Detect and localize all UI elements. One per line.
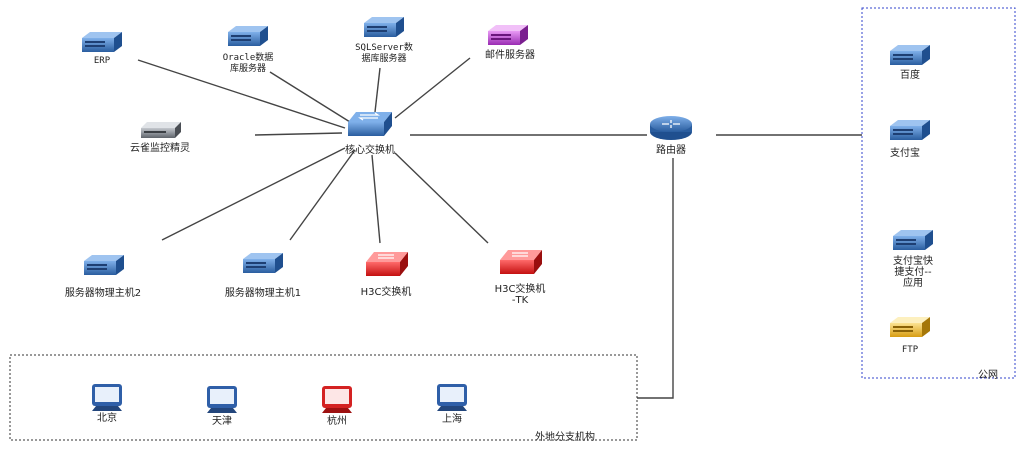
tianjin-label: 天津: [212, 416, 232, 427]
link-core-host2: [161, 147, 346, 241]
link-core-h3c: [371, 154, 381, 244]
monitor-label: 云雀监控精灵: [130, 143, 190, 154]
link-core-h3ctk: [394, 152, 489, 244]
appliance-icon: [141, 122, 181, 138]
router-icon: [650, 116, 692, 140]
link-oracle-core: [269, 71, 351, 123]
connections: [137, 57, 862, 399]
h3c-switch-tk-label: H3C交换机 -TK: [494, 284, 546, 306]
public-network-box: [861, 7, 1016, 379]
server-icon: [243, 253, 283, 273]
link-mail-core: [394, 57, 471, 119]
server-icon: [890, 45, 930, 65]
erp-label: ERP: [93, 56, 111, 66]
public-network-title: 公网: [978, 370, 998, 381]
alipay-quick-label: 支付宝快 捷支付-- 应用: [893, 256, 933, 289]
monitor-icon: [322, 386, 352, 413]
shanghai-label: 上海: [442, 414, 462, 425]
branches-box: [9, 354, 638, 441]
link-monitor-core: [254, 132, 343, 136]
server-icon: [228, 26, 268, 46]
host2-label: 服务器物理主机2: [64, 288, 142, 299]
monitor-icon: [207, 386, 237, 413]
monitor-icon: [437, 384, 467, 411]
switch-icon: [500, 250, 542, 274]
ftp-label: FTP: [901, 345, 919, 355]
server-icon: [890, 317, 930, 337]
server-icon: [890, 120, 930, 140]
link-router-branches: [637, 158, 674, 399]
host1-label: 服务器物理主机1: [224, 288, 302, 299]
link-sqlserver-core: [374, 67, 381, 113]
beijing-label: 北京: [97, 413, 117, 424]
alipay-label: 支付宝: [890, 148, 920, 159]
sqlserver-label: SQLServer数 据库服务器: [355, 43, 413, 64]
hangzhou-label: 杭州: [327, 416, 347, 427]
core-switch-label: 核心交换机: [345, 145, 395, 156]
switch-icon: [348, 112, 392, 136]
h3c-switch-label: H3C交换机: [360, 287, 412, 298]
link-core-host1: [289, 149, 356, 241]
mail-label: 邮件服务器: [485, 50, 535, 61]
monitor-icon: [92, 384, 122, 411]
switch-icon: [366, 252, 408, 276]
server-icon: [84, 255, 124, 275]
server-icon: [893, 230, 933, 250]
link-erp-core: [137, 59, 346, 129]
router-label: 路由器: [656, 145, 686, 156]
branches-title: 外地分支机构: [535, 432, 595, 443]
server-icon: [488, 25, 528, 45]
server-icon: [364, 17, 404, 37]
server-icon: [82, 32, 122, 52]
baidu-label: 百度: [900, 70, 920, 81]
oracle-label: Oracle数据 库服务器: [222, 53, 274, 74]
